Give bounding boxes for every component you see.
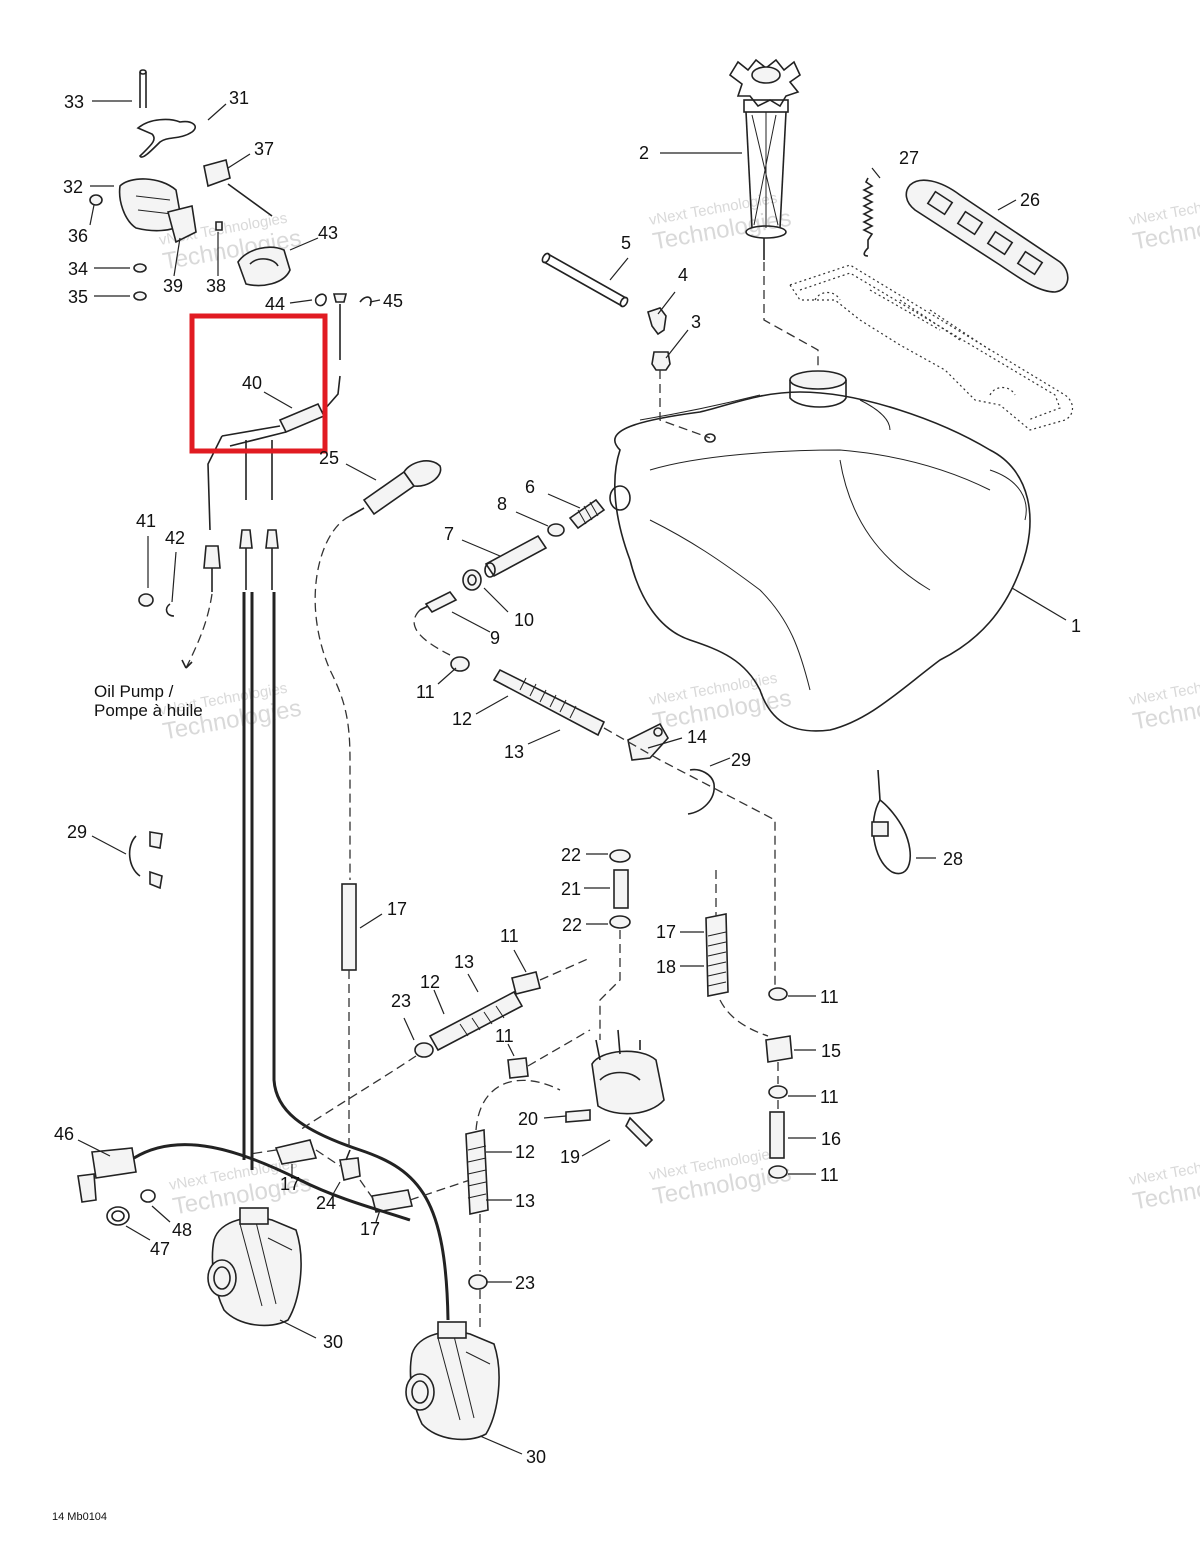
- vent-tube: [541, 252, 711, 439]
- part-number-label: 8: [497, 494, 507, 514]
- part-number-label: 14: [687, 727, 707, 747]
- throttle-cable: [138, 375, 450, 1321]
- part-number-label: 12: [420, 972, 440, 992]
- fuel-hose-upper: [128, 656, 776, 990]
- carburetor-right: [405, 1321, 500, 1441]
- fuel-pump-group: [299, 849, 793, 1330]
- watermarks: vNext Technologies Technologies vNext Te…: [158, 190, 1200, 1221]
- oil-pump-note: Oil Pump /: [94, 682, 174, 701]
- part-number-label: 24: [316, 1193, 336, 1213]
- part-number-label: 12: [452, 709, 472, 729]
- part-labels: 1 2 3 4 5 6 7 8 9 10 11 11 11 11 11 11 1…: [54, 88, 1081, 1467]
- part-number-label: 25: [319, 448, 339, 468]
- part-number-label: 43: [318, 223, 338, 243]
- spring: [862, 177, 874, 257]
- part-number-label: 15: [821, 1041, 841, 1061]
- heat-shield: [905, 179, 1069, 293]
- part-number-label: 34: [68, 259, 88, 279]
- throttle-housing: [89, 69, 372, 360]
- part-number-label: 44: [265, 294, 285, 314]
- part-number-label: 41: [136, 511, 156, 531]
- part-number-label: 46: [54, 1124, 74, 1144]
- part-number-label: 48: [172, 1220, 192, 1240]
- part-number-label: 10: [514, 610, 534, 630]
- part-number-label: 11: [495, 1026, 514, 1046]
- part-number-label: 13: [504, 742, 524, 762]
- part-number-label: 23: [515, 1273, 535, 1293]
- part-number-label: 45: [383, 291, 403, 311]
- highlight-box: [189, 313, 328, 454]
- part-number-label: 2: [639, 143, 649, 163]
- part-number-label: 11: [820, 1087, 839, 1107]
- part-number-label: 38: [206, 276, 226, 296]
- part-number-label: 11: [820, 1165, 839, 1185]
- fuel-tank: [609, 370, 1031, 732]
- part-number-label: 42: [165, 528, 185, 548]
- part-number-label: 3: [691, 312, 701, 332]
- tank-support: [789, 264, 1074, 431]
- part-number-label: 31: [229, 88, 249, 108]
- part-number-label: 27: [899, 148, 919, 168]
- fuel-fittings: [413, 498, 606, 656]
- part-number-label: 5: [621, 233, 631, 253]
- part-number-label: 22: [562, 915, 582, 935]
- part-number-label: 23: [391, 991, 411, 1011]
- watermark: vNext Technologies Technologies: [1128, 1150, 1200, 1216]
- part-number-label: 17: [360, 1219, 380, 1239]
- part-number-label: 17: [280, 1174, 300, 1194]
- part-number-label: 28: [943, 849, 963, 869]
- part-number-label: 35: [68, 287, 88, 307]
- part-number-label: 36: [68, 226, 88, 246]
- part-number-label: 1: [1071, 616, 1081, 636]
- carburetor-left: [207, 1207, 302, 1327]
- part-number-label: 29: [731, 750, 751, 770]
- watermark: vNext Technologies Technologies: [1128, 190, 1200, 256]
- part-number-label: 17: [387, 899, 407, 919]
- part-number-label: 12: [515, 1142, 535, 1162]
- watermark: vNext Technologies Technologies: [1128, 670, 1200, 736]
- part-number-label: 11: [820, 987, 839, 1007]
- watermark: vNext Technologies Technologies: [648, 670, 794, 736]
- part-number-label: 4: [678, 265, 688, 285]
- part-number-label: 33: [64, 92, 84, 112]
- part-number-label: 20: [518, 1109, 538, 1129]
- leader-lines: [77, 100, 1067, 1455]
- part-number-label: 18: [656, 957, 676, 977]
- part-number-label: 47: [150, 1239, 170, 1259]
- primer: [314, 460, 442, 880]
- drawing-code: 14 Mb0104: [52, 1511, 107, 1523]
- fuel-gauge: [728, 58, 802, 260]
- part-number-label: 30: [323, 1332, 343, 1352]
- part-number-label: 13: [515, 1191, 535, 1211]
- oil-pump-note-french: Pompe à huile: [94, 701, 203, 720]
- tie-strap: [871, 769, 912, 875]
- vertical-tube: [249, 883, 471, 1213]
- part-number-label: 6: [525, 477, 535, 497]
- part-number-label: 29: [67, 822, 87, 842]
- part-number-label: 39: [163, 276, 183, 296]
- part-number-label: 26: [1020, 190, 1040, 210]
- part-number-label: 9: [490, 628, 500, 648]
- part-number-label: 16: [821, 1129, 841, 1149]
- part-number-label: 21: [561, 879, 581, 899]
- part-number-label-highlighted: 40: [242, 373, 262, 393]
- part-number-label: 37: [254, 139, 274, 159]
- part-number-label: 11: [500, 926, 519, 946]
- part-number-label: 13: [454, 952, 474, 972]
- connector-harness: [77, 1143, 411, 1226]
- part-number-label: 11: [416, 682, 435, 702]
- part-number-label: 7: [444, 524, 454, 544]
- part-number-label: 32: [63, 177, 83, 197]
- part-number-label: 19: [560, 1147, 580, 1167]
- part-number-label: 22: [561, 845, 581, 865]
- part-number-label: 17: [656, 922, 676, 942]
- part-number-label: 30: [526, 1447, 546, 1467]
- leader-line: [763, 262, 819, 370]
